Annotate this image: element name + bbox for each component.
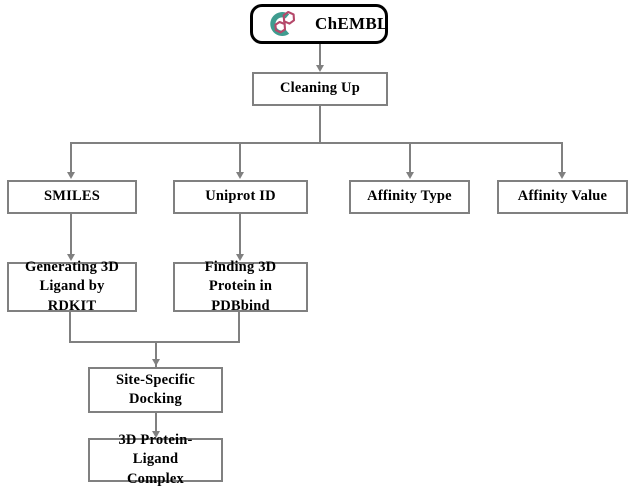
- node-finding-3d-protein[interactable]: Finding 3D Protein in PDBbind: [173, 259, 308, 314]
- node-affinity-value[interactable]: Affinity Value: [497, 180, 628, 214]
- node-finding-3d-protein-line1: Finding 3D: [204, 259, 277, 276]
- edge-ligand-drop: [69, 312, 71, 343]
- node-3d-protein-ligand-complex-label: 3D Protein-Ligand Complex: [90, 431, 221, 488]
- node-site-specific-docking-line1: Site-Specific: [115, 371, 196, 388]
- edge-merge-bar: [69, 341, 240, 343]
- node-site-specific-docking[interactable]: Site-Specific Docking: [88, 367, 223, 413]
- node-cleaning-up-label: Cleaning Up: [280, 80, 360, 97]
- node-uniprot-id-label: Uniprot ID: [205, 188, 276, 205]
- node-generating-3d-ligand-line2: Ligand by RDKIT: [39, 278, 105, 314]
- arrowhead-affinity-type: [405, 172, 414, 179]
- arrowhead-uniprot: [235, 172, 244, 179]
- edge-smiles-to-ligand: [70, 214, 72, 256]
- node-chembl[interactable]: ChEMBL: [250, 4, 388, 44]
- node-chembl-label: ChEMBL: [315, 13, 389, 33]
- edge-cleaning-stem: [319, 106, 321, 144]
- node-generating-3d-ligand-label: Generating 3D Ligand by RDKIT: [9, 258, 135, 315]
- arrowhead-smiles: [66, 172, 75, 179]
- node-smiles[interactable]: SMILES: [7, 180, 137, 214]
- arrowhead-protein: [235, 254, 244, 261]
- node-3d-protein-ligand-complex-line1: 3D Protein-Ligand: [118, 432, 193, 468]
- node-affinity-type-label: Affinity Type: [367, 188, 452, 205]
- arrowhead-complex: [151, 431, 160, 438]
- arrowhead-cleaning: [315, 65, 324, 72]
- node-smiles-label: SMILES: [44, 188, 100, 205]
- node-uniprot-id[interactable]: Uniprot ID: [173, 180, 308, 214]
- edge-distribution-bar: [70, 142, 563, 144]
- edge-merge-to-docking: [155, 341, 157, 367]
- chembl-logo-icon: [259, 7, 301, 41]
- node-affinity-type[interactable]: Affinity Type: [349, 180, 470, 214]
- edge-docking-to-complex: [155, 413, 157, 436]
- arrowhead-ligand: [66, 254, 75, 261]
- node-site-specific-docking-label: Site-Specific Docking: [108, 371, 203, 409]
- node-generating-3d-ligand-line1: Generating 3D: [24, 259, 120, 276]
- edge-bar-to-smiles: [70, 142, 72, 174]
- node-3d-protein-ligand-complex-line2: Complex: [127, 470, 184, 487]
- node-finding-3d-protein-line2: Protein in PDBbind: [208, 278, 273, 314]
- arrowhead-affinity-value: [557, 172, 566, 179]
- node-affinity-value-label: Affinity Value: [517, 188, 608, 205]
- arrowhead-docking: [151, 359, 160, 366]
- node-3d-protein-ligand-complex[interactable]: 3D Protein-Ligand Complex: [88, 432, 223, 487]
- edge-bar-to-affinity-value: [561, 142, 563, 174]
- edge-bar-to-uniprot: [239, 142, 241, 174]
- node-finding-3d-protein-label: Finding 3D Protein in PDBbind: [175, 258, 306, 315]
- edge-bar-to-affinity-type: [409, 142, 411, 174]
- edge-uniprot-to-protein: [239, 214, 241, 256]
- node-generating-3d-ligand[interactable]: Generating 3D Ligand by RDKIT: [7, 259, 137, 314]
- edge-protein-drop: [238, 312, 240, 343]
- node-site-specific-docking-line2: Docking: [129, 391, 182, 407]
- edge-root-to-cleaning: [319, 44, 321, 68]
- node-cleaning-up[interactable]: Cleaning Up: [252, 72, 388, 106]
